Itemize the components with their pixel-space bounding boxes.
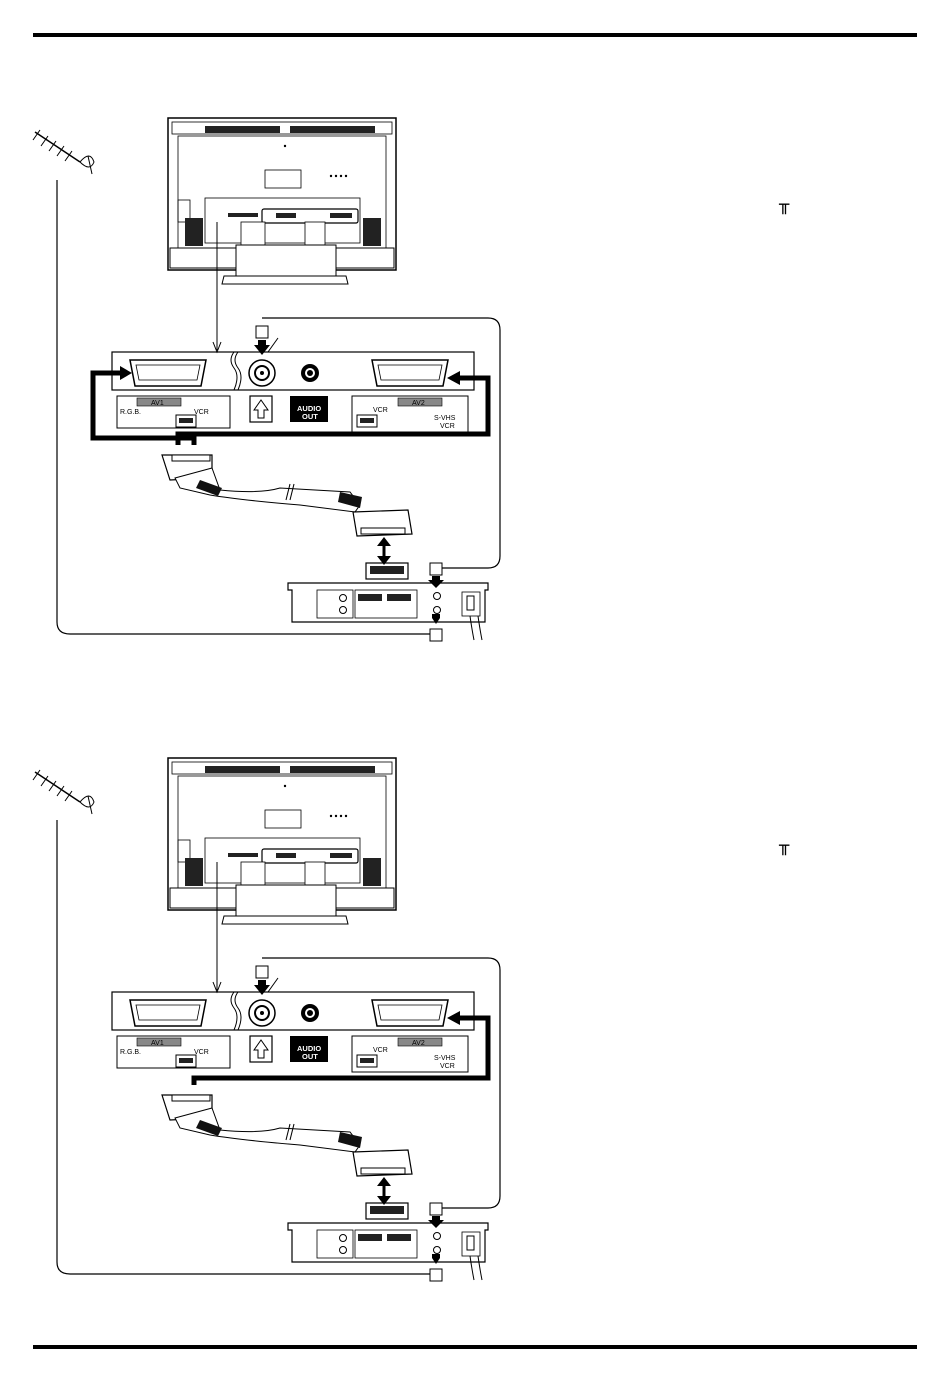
marker-box — [256, 326, 268, 338]
vcr-label: VCR — [373, 1047, 388, 1054]
vcr-rear-view — [288, 1203, 488, 1280]
rgb-label: R.G.B. — [120, 409, 141, 416]
marker-box — [430, 629, 442, 641]
connector-panel — [112, 352, 474, 432]
scart-cable — [162, 1095, 412, 1176]
av2-label: AV2 — [412, 1040, 425, 1047]
scart-cable — [162, 455, 412, 536]
vcr-label: VCR — [194, 409, 209, 416]
av1-label: AV1 — [151, 1040, 164, 1047]
diagram-1: AV1 R.G.B. VCR AUDIO OUT VCR AV2 S-VHS V… — [33, 118, 500, 641]
vcr-rear-view — [288, 563, 488, 640]
vcr-label: VCR — [373, 407, 388, 414]
diagram-2: AV1 R.G.B. VCR AUDIO OUT VCR AV2 S-VHS V… — [33, 758, 500, 1281]
svhs-vcr-label: VCR — [440, 423, 455, 430]
marker-box — [430, 1203, 442, 1215]
svhs-label: S-VHS — [434, 1055, 456, 1062]
svhs-vcr-label: VCR — [440, 1063, 455, 1070]
marker-box — [430, 563, 442, 575]
marker-box — [430, 1269, 442, 1281]
rgb-label: R.G.B. — [120, 1049, 141, 1056]
tv-rear-view — [168, 118, 396, 284]
vcr-label: VCR — [194, 1049, 209, 1056]
connector-panel — [112, 992, 474, 1072]
antenna-icon — [33, 130, 94, 174]
out-label: OUT — [302, 412, 318, 421]
av2-label: AV2 — [412, 400, 425, 407]
av1-label: AV1 — [151, 400, 164, 407]
marker-box — [256, 966, 268, 978]
svhs-label: S-VHS — [434, 415, 456, 422]
antenna-icon — [33, 770, 94, 814]
tv-rear-view — [168, 758, 396, 924]
out-label: OUT — [302, 1052, 318, 1061]
